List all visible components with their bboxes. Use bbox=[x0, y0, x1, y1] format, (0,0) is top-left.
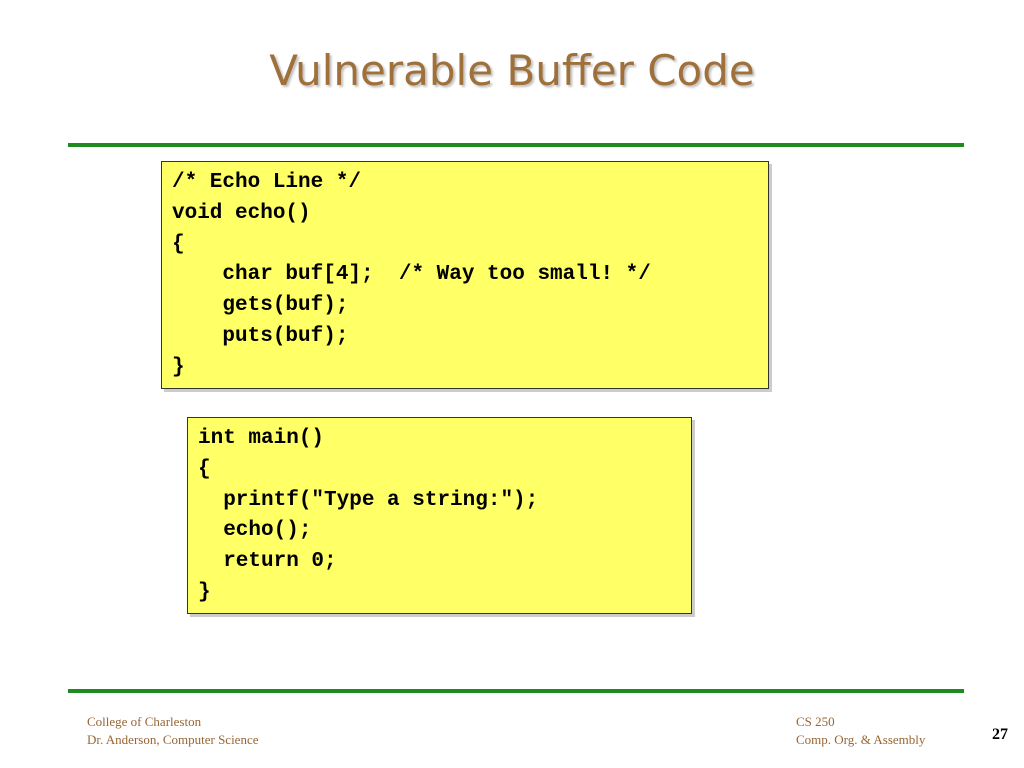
echo-code-box: /* Echo Line */ void echo() { char buf[4];… bbox=[161, 161, 769, 389]
code-line: void echo() bbox=[172, 201, 311, 225]
footer-author: Dr. Anderson, Computer Science bbox=[87, 732, 259, 747]
code-line: /* Echo Line */ bbox=[172, 171, 362, 194]
footer-right: CS 250 Comp. Org. & Assembly bbox=[796, 713, 925, 749]
page-number: 27 bbox=[992, 726, 1008, 743]
code-line: char buf[4]; /* Way too small! */ bbox=[172, 263, 651, 287]
footer-institution: College of Charleston bbox=[87, 714, 202, 729]
footer-course-name: Comp. Org. & Assembly bbox=[796, 732, 926, 747]
bottom-divider bbox=[68, 689, 964, 693]
main-code-box: int main() { printf("Type a string:"); ec… bbox=[187, 417, 692, 614]
code-line: { bbox=[198, 457, 211, 481]
code-line: { bbox=[172, 232, 185, 256]
code-line: } bbox=[198, 580, 211, 604]
code-line: } bbox=[172, 355, 185, 379]
code-line: puts(buf); bbox=[172, 324, 349, 348]
top-divider bbox=[68, 143, 964, 147]
code-line: echo(); bbox=[198, 519, 312, 543]
slide-title: Vulnerable Buffer Code bbox=[269, 46, 755, 95]
code-line: int main() bbox=[198, 427, 325, 450]
code-line: gets(buf); bbox=[172, 294, 349, 318]
code-line: return 0; bbox=[198, 550, 337, 574]
code-line: printf("Type a string:"); bbox=[198, 488, 539, 512]
footer-course-number: CS 250 bbox=[796, 714, 835, 729]
footer-left: College of Charleston Dr. Anderson, Comp… bbox=[87, 713, 259, 749]
